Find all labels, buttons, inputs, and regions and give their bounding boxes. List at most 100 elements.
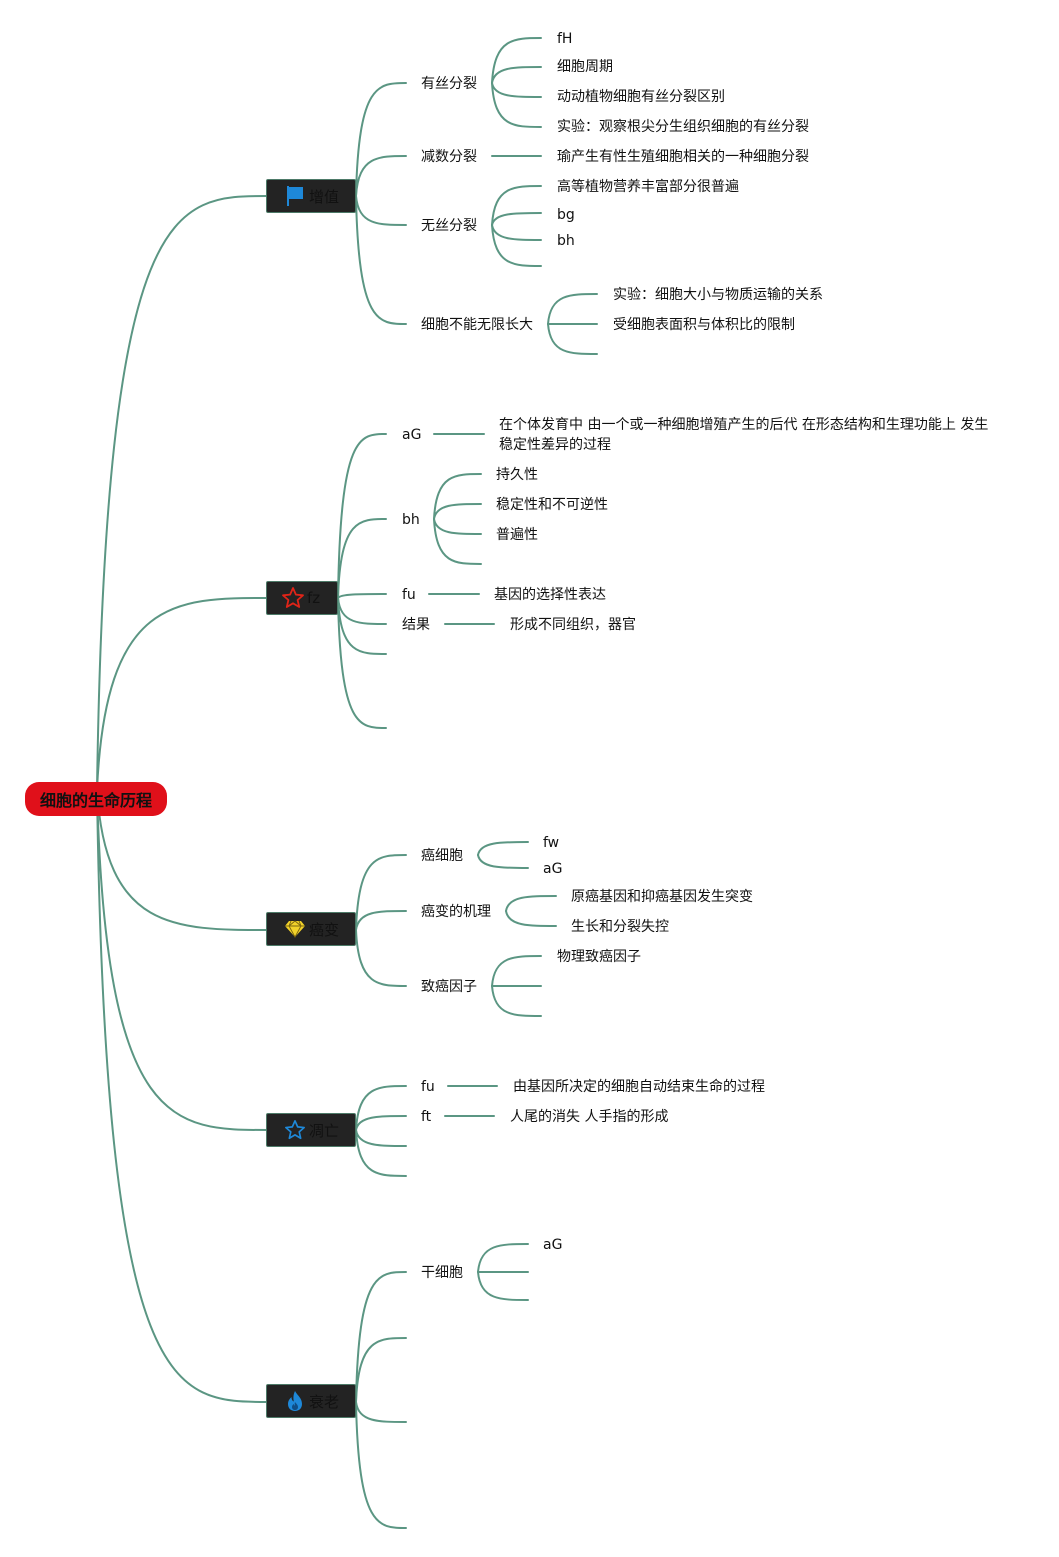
branch-label: fz [307,589,321,607]
branch-cancer[interactable]: 癌变 [266,912,356,946]
topic-stem-cell[interactable]: 干细胞 [421,1265,463,1281]
connector-line [477,841,529,856]
connector-line [505,895,557,912]
leaf-item[interactable]: 由基因所决定的细胞自动结束生命的过程 [513,1079,765,1095]
leaf-item[interactable]: fw [543,835,560,851]
leaf-item[interactable]: 普遍性 [496,527,538,543]
star-icon [283,1118,307,1142]
leaf-item[interactable]: 高等植物营养丰富部分很普遍 [557,179,739,195]
leaf-item[interactable]: fH [557,31,573,47]
connector-line [355,155,407,197]
connector-line [355,195,407,226]
leaf-item[interactable]: bg [557,207,575,223]
topic-ft[interactable]: ft [421,1109,432,1125]
leaf-item[interactable]: 人尾的消失 人手指的形成 [510,1109,669,1125]
branch-label: 凋亡 [309,1121,340,1140]
diamond-icon [283,917,307,941]
connector-line [491,66,542,84]
leaf-item[interactable]: 基因的选择性表达 [494,587,606,603]
connector-line [547,323,598,355]
connector-line [433,473,482,520]
connector-line [355,1271,407,1403]
connector-line [491,212,542,226]
connector-line [96,789,269,1403]
root-node[interactable]: 细胞的生命历程 [25,782,167,816]
connector-line [96,195,269,791]
leaf-item[interactable]: 生长和分裂失控 [571,919,669,935]
connector-line [491,224,542,267]
connector-line [355,1085,407,1131]
connector-line [355,1129,407,1147]
connector-line [355,1129,407,1177]
connector-line [505,910,557,927]
connector-line [337,433,387,599]
connector-line [355,1337,407,1403]
topic-fu[interactable]: fu [421,1079,435,1095]
branch-apoptosis[interactable]: 凋亡 [266,1113,356,1147]
branch-label: 增值 [309,187,340,206]
connector-line [337,597,387,625]
leaf-item[interactable]: 受细胞表面积与体积比的限制 [613,317,795,333]
leaf-item[interactable]: 稳定性和不可逆性 [496,497,608,513]
leaf-item[interactable]: 在个体发育中 由一个或一种细胞增殖产生的后代 在形态结构和生理功能上 发生稳定性… [499,417,989,453]
topic-mitosis[interactable]: 有丝分裂 [421,76,477,92]
root-label: 细胞的生命历程 [39,791,152,810]
branch-differentiation[interactable]: fz [266,581,338,615]
connector-line [547,293,598,325]
connector-line [477,1243,529,1273]
connector-line [477,854,529,869]
leaf-item[interactable]: 瑜产生有性生殖细胞相关的一种细胞分裂 [557,149,809,165]
connector-line [96,789,269,931]
leaf-item[interactable]: 实验：观察根尖分生组织细胞的有丝分裂 [557,119,809,135]
leaf-item[interactable]: bh [557,233,575,249]
topic-carcinogens[interactable]: 致癌因子 [421,979,477,995]
leaf-item[interactable]: 细胞周期 [557,59,613,75]
connector-line [337,593,387,599]
connector-line [355,910,407,931]
topic-ag[interactable]: aG [402,427,422,443]
connector-line [491,955,542,987]
leaf-item[interactable]: 动动植物细胞有丝分裂区别 [557,89,725,105]
connector-line [491,82,542,98]
leaf-item[interactable]: 物理致癌因子 [557,949,641,965]
connector-line [491,224,542,241]
connector-line [355,1115,407,1131]
leaf-item[interactable]: aG [543,861,563,877]
leaf-item[interactable]: 原癌基因和抑癌基因发生突变 [571,889,753,905]
leaf-item[interactable]: aG [543,1237,563,1253]
connector-line [355,1401,407,1529]
connector-line [96,597,269,791]
leaf-item[interactable]: 实验：细胞大小与物质运输的关系 [613,287,823,303]
connector-line [355,1401,407,1423]
topic-result[interactable]: 结果 [402,617,430,633]
connector-line [355,82,407,197]
leaf-item[interactable]: 持久性 [496,467,538,483]
topic-meiosis[interactable]: 减数分裂 [421,149,477,165]
leaf-item[interactable]: 形成不同组织，器官 [510,617,636,633]
branch-aging[interactable]: 衰老 [266,1384,356,1418]
connector-line [433,503,482,520]
connector-line [433,518,482,565]
connector-line [491,37,542,84]
topic-size-limit[interactable]: 细胞不能无限长大 [421,317,533,333]
topic-fu[interactable]: fu [402,587,416,603]
star-outline-icon [281,586,305,610]
connector-line [337,597,387,655]
flag-icon [283,184,307,208]
flame-icon [283,1389,307,1413]
connector-line [477,1271,529,1301]
connector-line [337,518,387,599]
topic-mechanism[interactable]: 癌变的机理 [421,904,491,920]
connector-line [491,985,542,1017]
topic-amitosis[interactable]: 无丝分裂 [421,218,477,234]
branch-proliferation[interactable]: 增值 [266,179,356,213]
branch-label: 衰老 [309,1392,340,1411]
topic-cancer-cell[interactable]: 癌细胞 [421,848,463,864]
connector-line [337,597,387,729]
connector-line [491,185,542,226]
connector-line [96,789,269,1131]
connector-line [491,82,542,128]
topic-bh[interactable]: bh [402,512,420,528]
